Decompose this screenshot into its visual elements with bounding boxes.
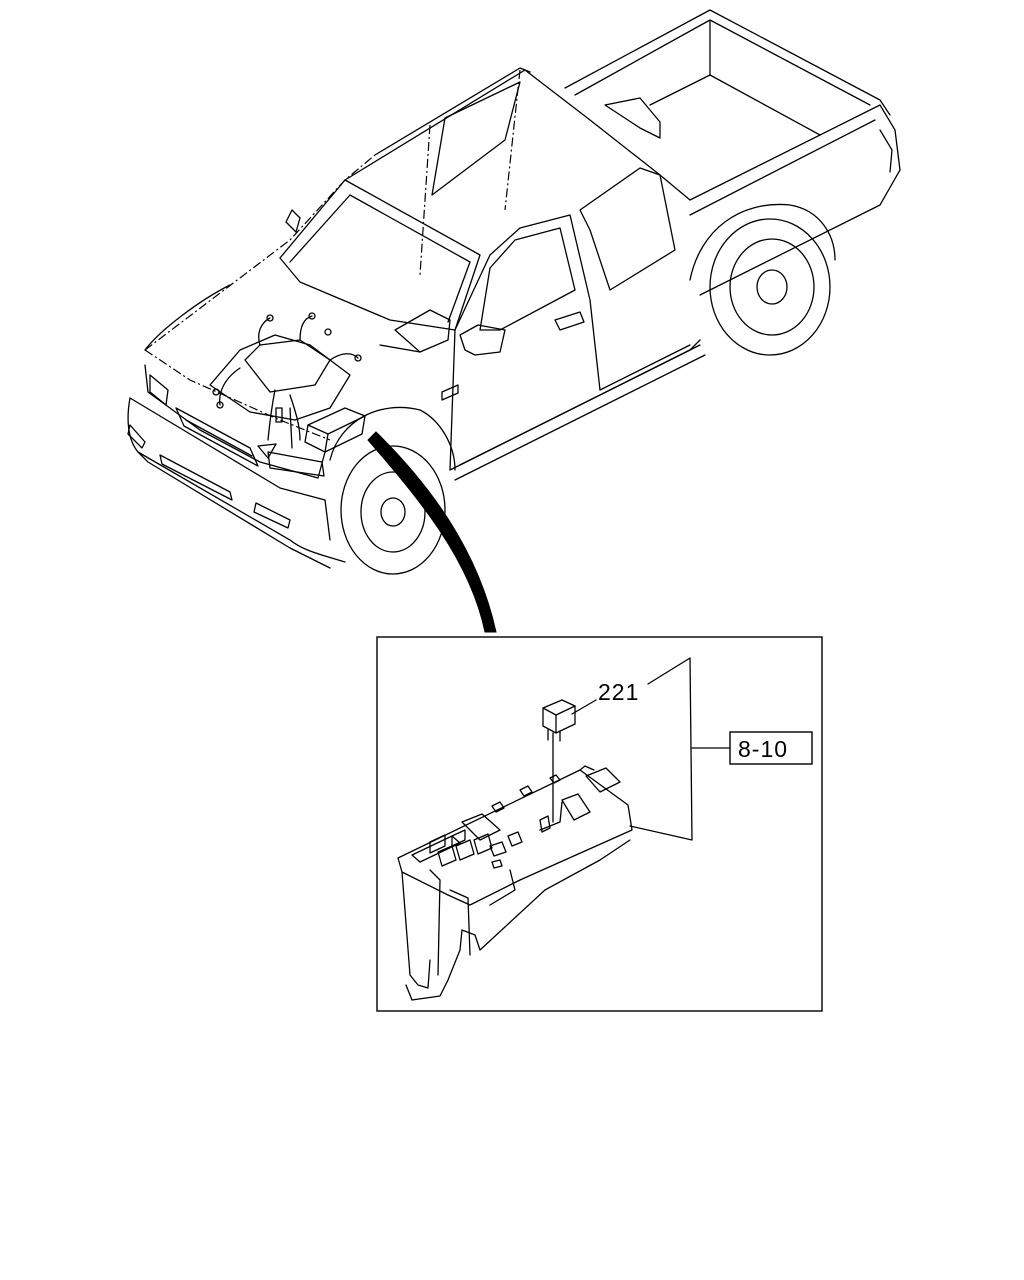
pointer-arrow — [367, 431, 497, 633]
pickup-truck-icon — [127, 9, 901, 575]
relay-icon — [542, 699, 576, 823]
detail-frame — [376, 636, 823, 1012]
reference-label: 8-10 — [738, 736, 788, 762]
leader-bracket — [629, 657, 693, 841]
part-number-label: 221 — [598, 679, 639, 705]
part-leader — [571, 699, 597, 715]
fuse-box-icon — [397, 765, 633, 1001]
reference-box — [729, 731, 813, 765]
